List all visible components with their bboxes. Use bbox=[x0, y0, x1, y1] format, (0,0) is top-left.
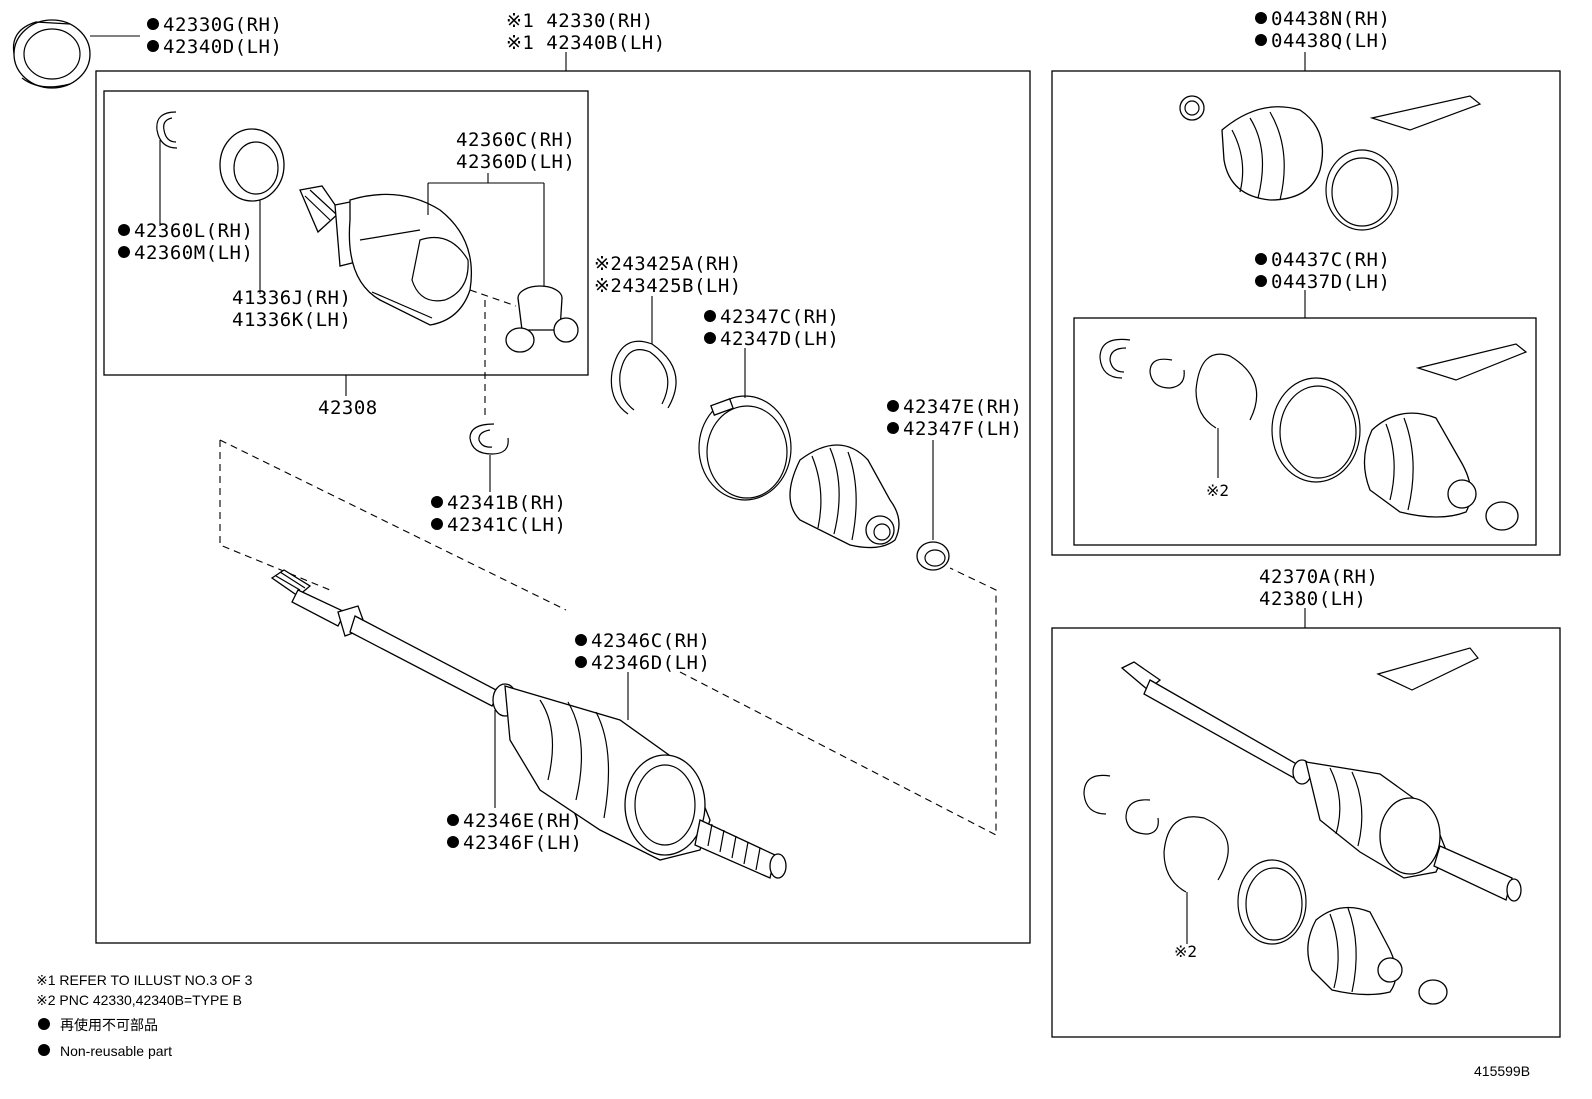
label-boot-clamp-e-lh: 42347F(LH) bbox=[903, 418, 1022, 440]
assy-clamp-large bbox=[1237, 859, 1307, 945]
kit-inner-boot bbox=[1363, 412, 1477, 518]
shaft-assy-frame bbox=[1051, 627, 1561, 1038]
legend-bullet-icon bbox=[38, 1018, 50, 1030]
label-boot-kit-inner-lh: 04437D(LH) bbox=[1271, 271, 1390, 293]
label-ref2-shaft: ※2 bbox=[1174, 942, 1197, 961]
label-snap-ring-b-rh: 42341B(RH) bbox=[447, 492, 566, 514]
label-main-assy-rh: ※1 42330(RH) bbox=[506, 10, 654, 32]
label-main-assy-lh: ※1 42340B(LH) bbox=[506, 32, 666, 54]
assy-ring-2 bbox=[1163, 816, 1229, 893]
label-inner-joint-lh: 42360D(LH) bbox=[456, 151, 575, 173]
label-snap-ring-a-rh: 42360L(RH) bbox=[134, 220, 253, 242]
label-boot-clamp-e-rh: 42347E(RH) bbox=[903, 396, 1022, 418]
assy-inner-boot bbox=[1307, 906, 1403, 996]
assy-snap-ring-a bbox=[1083, 774, 1111, 815]
legend-en: Non-reusable part bbox=[60, 1043, 172, 1059]
main-assembly-frame bbox=[95, 70, 1031, 944]
tripod-joint-part bbox=[505, 285, 579, 353]
label-inner-joint-rh: 42360C(RH) bbox=[456, 129, 575, 151]
note-ref1: ※1 REFER TO ILLUST NO.3 OF 3 bbox=[36, 972, 253, 988]
label-outer-seal-rh: 42330G(RH) bbox=[163, 14, 282, 36]
label-outer-boot-c-lh: 42346D(LH) bbox=[591, 652, 710, 674]
label-outer-seal-lh: 42340D(LH) bbox=[163, 36, 282, 58]
note-ref2: ※2 PNC 42330,42340B=TYPE B bbox=[36, 992, 242, 1008]
label-boot-kit-outer-lh: 04438Q(LH) bbox=[1271, 30, 1390, 52]
kit-outer-clamp-large bbox=[1325, 149, 1399, 231]
kit-clamp-small bbox=[1485, 501, 1519, 531]
label-dust-seal-rh: 41336J(RH) bbox=[232, 287, 351, 309]
label-shaft-assy-rh: 42370A(RH) bbox=[1259, 566, 1378, 588]
label-snap-ring-b-lh: 42341C(LH) bbox=[447, 514, 566, 536]
label-inner-assy: 42308 bbox=[318, 397, 378, 419]
inner-boot-part bbox=[789, 444, 900, 549]
kit-clamp-large bbox=[1271, 377, 1361, 483]
outer-seal-part bbox=[12, 19, 91, 89]
ring-2-part bbox=[610, 340, 677, 415]
label-boot-clamp-c-rh: 42347C(RH) bbox=[720, 306, 839, 328]
grease-pack-1 bbox=[1369, 95, 1482, 131]
boot-clamp-c-part bbox=[698, 395, 792, 501]
drive-shaft-part bbox=[270, 569, 787, 879]
label-boot-clamp-c-lh: 42347D(LH) bbox=[720, 328, 839, 350]
illustration-id: 415599B bbox=[1474, 1063, 1530, 1079]
dust-seal-part bbox=[219, 128, 285, 202]
label-boot-kit-outer-rh: 04438N(RH) bbox=[1271, 8, 1390, 30]
label-outer-boot-c-rh: 42346C(RH) bbox=[591, 630, 710, 652]
label-boot-kit-inner-rh: 04437C(RH) bbox=[1271, 249, 1390, 271]
label-outer-boot-e-lh: 42346F(LH) bbox=[463, 832, 582, 854]
label-ring-2-lh: ※243425B(LH) bbox=[594, 275, 742, 297]
snap-ring-b-part bbox=[469, 423, 509, 455]
kit-snap-ring-b bbox=[1149, 358, 1185, 389]
inner-joint-housing-part bbox=[299, 185, 473, 326]
label-snap-ring-a-lh: 42360M(LH) bbox=[134, 242, 253, 264]
assy-shaft bbox=[1120, 661, 1522, 902]
kit-outer-clamp-small bbox=[1179, 95, 1205, 121]
label-dust-seal-lh: 41336K(LH) bbox=[232, 309, 351, 331]
legend-bullet-icon-2 bbox=[38, 1044, 50, 1056]
grease-pack-3 bbox=[1376, 647, 1479, 691]
kit-outer-boot bbox=[1221, 106, 1324, 201]
kit-snap-ring-a bbox=[1099, 338, 1131, 379]
legend-jp: 再使用不可部品 bbox=[60, 1017, 158, 1033]
assy-snap-ring-b bbox=[1125, 799, 1159, 835]
label-ring-2-rh: ※243425A(RH) bbox=[594, 253, 742, 275]
label-outer-boot-e-rh: 42346E(RH) bbox=[463, 810, 582, 832]
kit-ring-2 bbox=[1195, 353, 1258, 429]
boot-kit-outer-frame bbox=[1051, 70, 1561, 556]
label-shaft-assy-lh: 42380(LH) bbox=[1259, 588, 1366, 610]
boot-clamp-e-part bbox=[916, 541, 950, 571]
snap-ring-a-part bbox=[156, 111, 178, 149]
label-ref2-kit: ※2 bbox=[1206, 481, 1229, 500]
grease-pack-2 bbox=[1415, 343, 1528, 381]
assy-clamp-small bbox=[1418, 979, 1448, 1005]
